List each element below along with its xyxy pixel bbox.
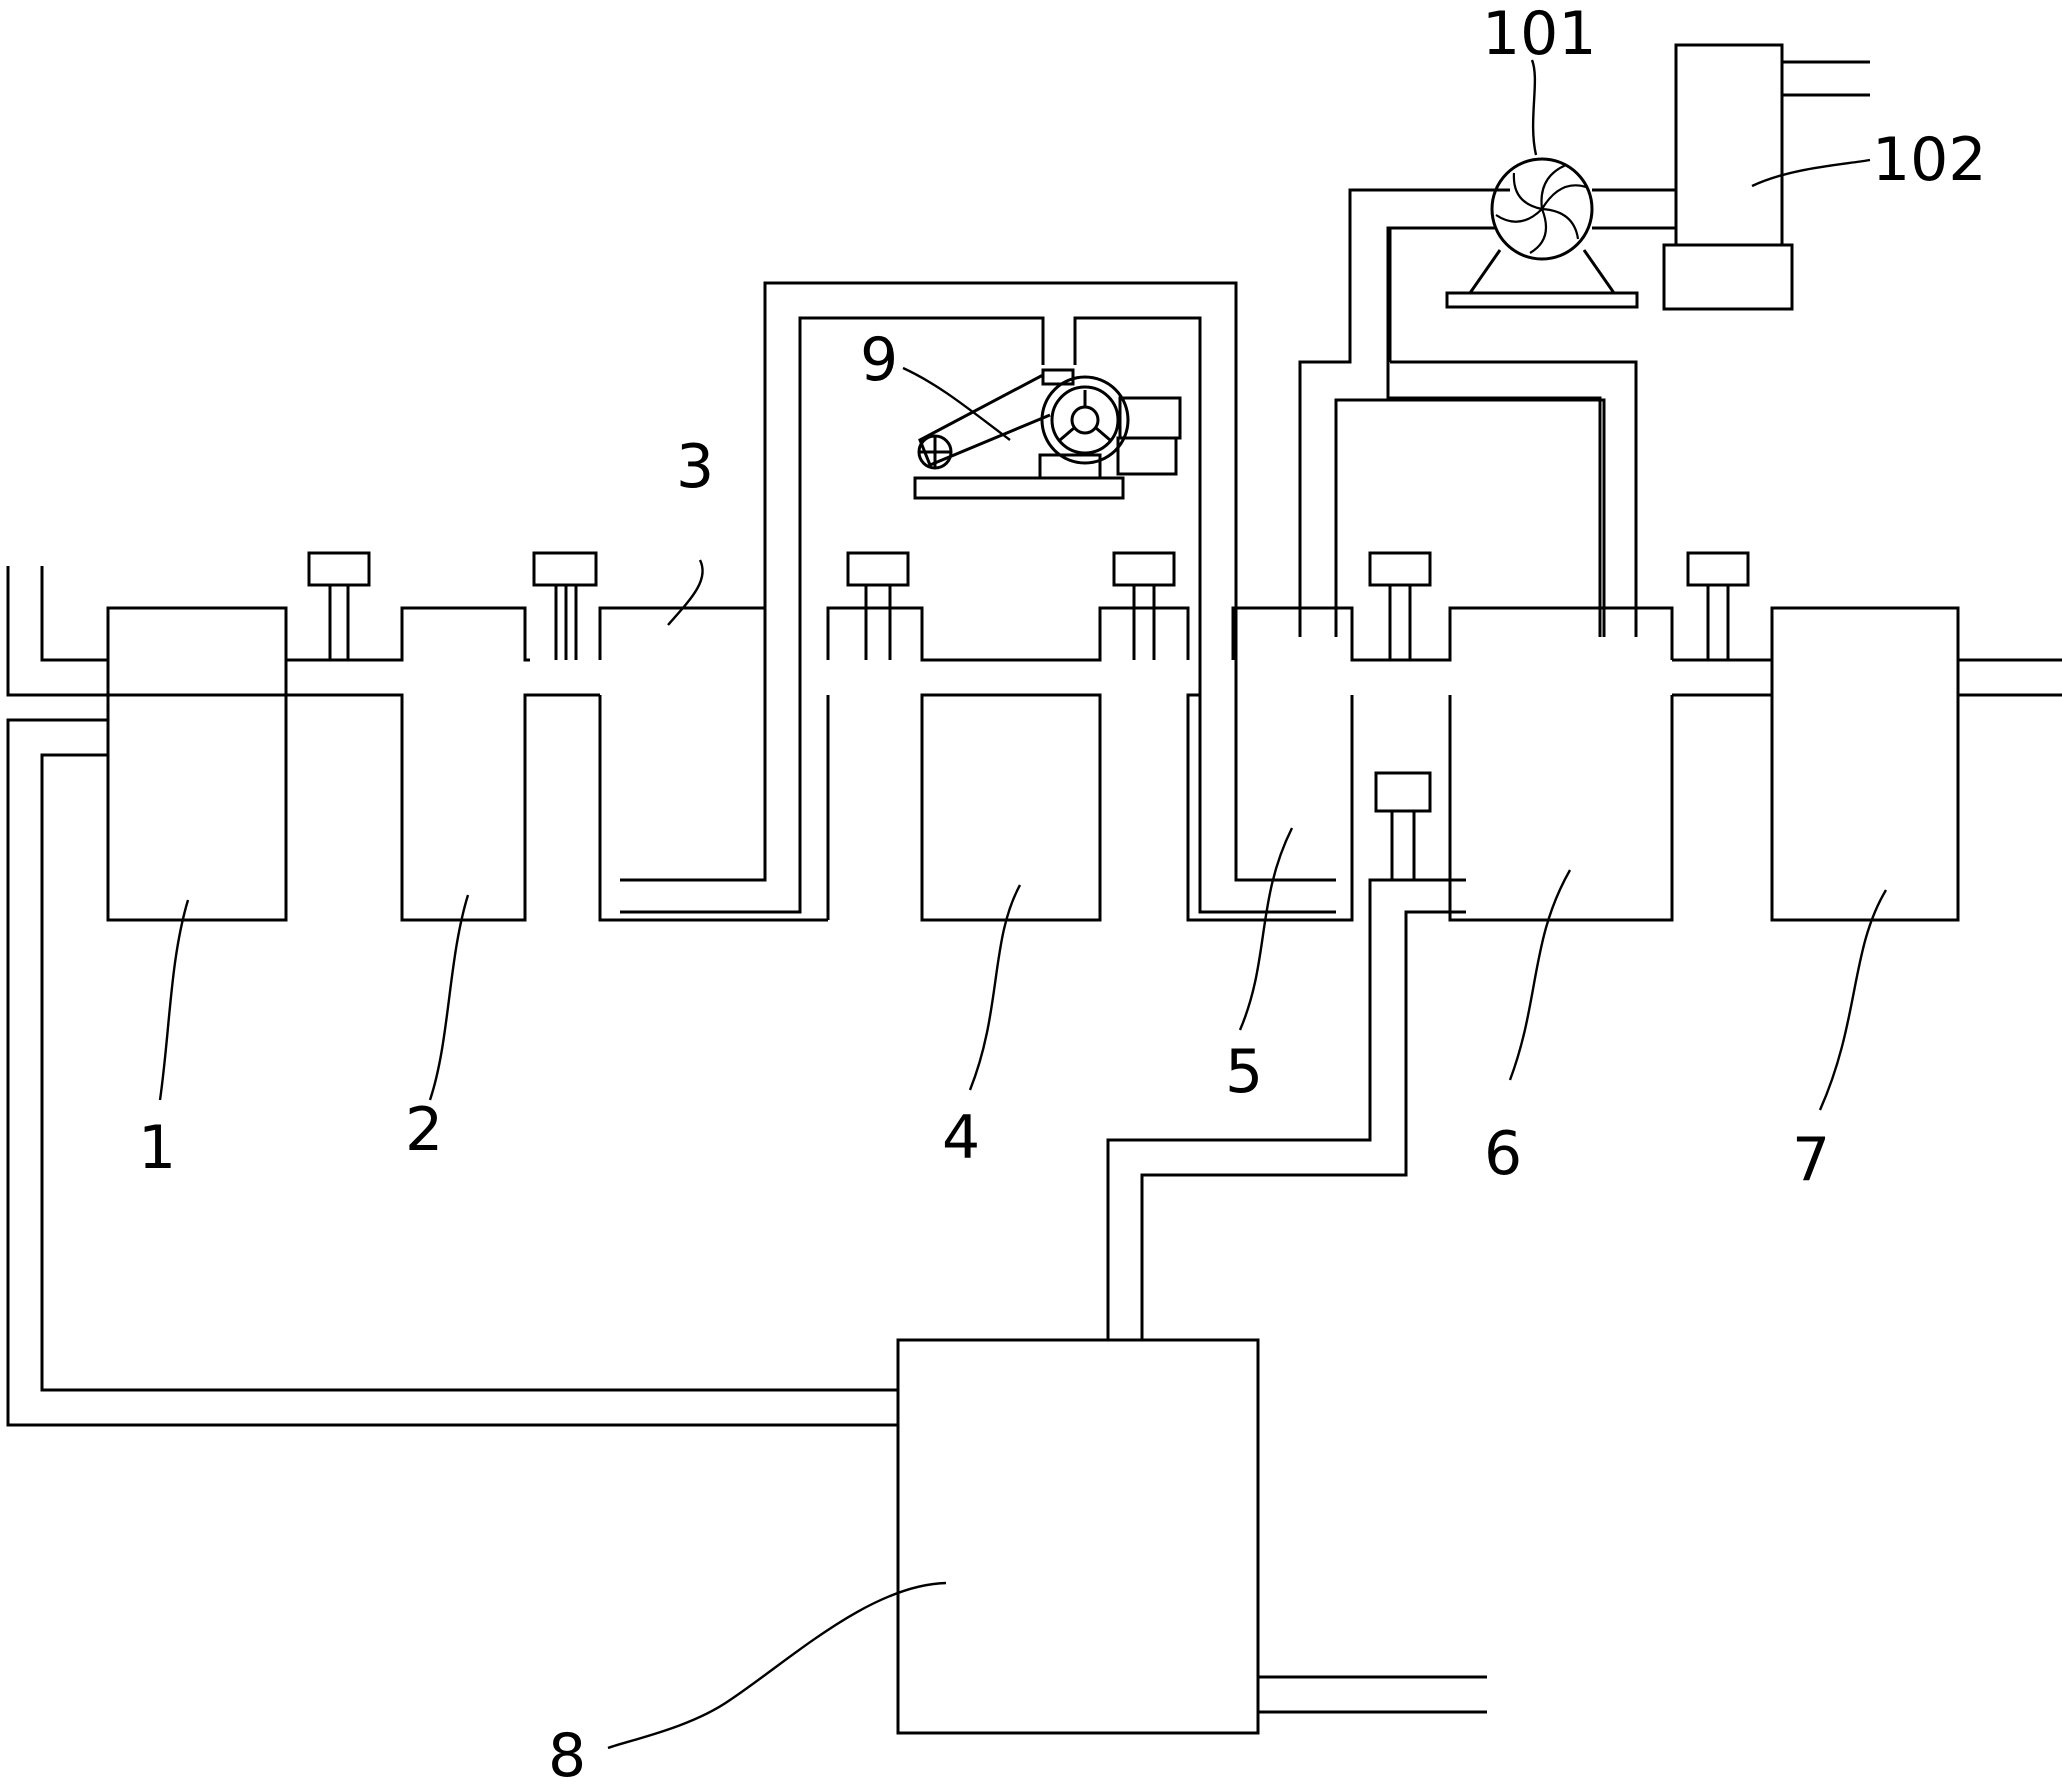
tank-8 <box>896 1338 1260 1735</box>
blower-101 <box>1445 157 1639 309</box>
leaders <box>158 59 1888 1750</box>
inlet-pipe-left <box>6 566 108 697</box>
valve-7 <box>1374 771 1432 880</box>
labels: 1 2 3 4 5 6 7 8 9 101 102 <box>138 0 1987 1791</box>
air-pipe-101 <box>1298 188 1638 637</box>
valve-4 <box>1112 551 1176 660</box>
unit-102 <box>1662 43 1870 311</box>
pump-9 <box>913 368 1182 500</box>
tank-4 <box>920 695 1102 922</box>
recirculation-pipe-3-5 <box>620 281 1336 914</box>
tank-3 <box>598 695 765 922</box>
label-1: 1 <box>138 1113 176 1183</box>
label-4: 4 <box>942 1103 980 1173</box>
label-9: 9 <box>860 325 898 395</box>
label-2: 2 <box>405 1095 443 1165</box>
label-8: 8 <box>548 1721 586 1791</box>
label-102: 102 <box>1872 125 1987 195</box>
label-7: 7 <box>1792 1125 1830 1195</box>
label-101: 101 <box>1482 0 1597 69</box>
valve-3 <box>846 551 910 660</box>
valve-6 <box>1686 551 1750 660</box>
air-pipe-101b <box>1388 188 1676 362</box>
return-pipe-1-8 <box>6 718 898 1427</box>
tank-5 <box>1186 695 1354 922</box>
outlet-pipe-8 <box>1258 1675 1487 1714</box>
tank-6 <box>1450 695 1674 922</box>
label-6: 6 <box>1484 1119 1522 1189</box>
tank-1 <box>106 606 288 922</box>
valve-5 <box>1368 551 1432 660</box>
valve-2 <box>532 551 598 660</box>
valve-1 <box>307 551 371 660</box>
tank-7 <box>1770 606 1960 922</box>
sludge-pipe-8 <box>1106 878 1466 1340</box>
label-3: 3 <box>676 432 714 502</box>
tank-2 <box>400 695 527 922</box>
label-5: 5 <box>1225 1037 1263 1107</box>
